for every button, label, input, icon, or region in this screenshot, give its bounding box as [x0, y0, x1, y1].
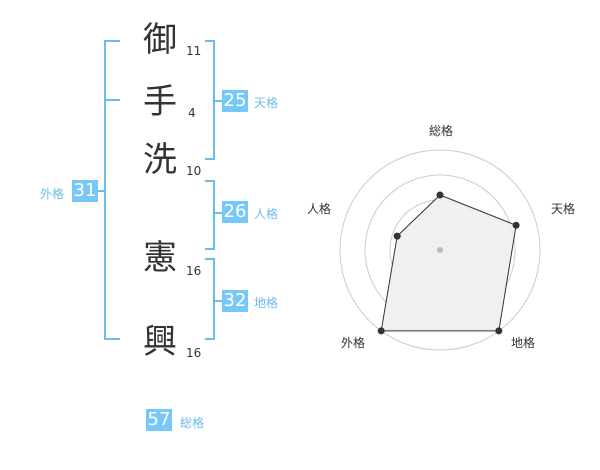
name-char-1: 御 — [143, 20, 177, 60]
radar-axis-label-soukaku: 総格 — [428, 124, 453, 138]
stroke-count-3: 10 — [186, 164, 202, 178]
gaikaku-bracket-vertical — [104, 40, 106, 340]
stroke-count-1: 11 — [186, 44, 202, 58]
chikaku-bracket-top — [205, 258, 215, 260]
jinkaku-badge: 26 — [222, 201, 248, 223]
tenkaku-bracket-vertical — [213, 40, 215, 160]
radar-point-3 — [377, 327, 385, 335]
gaikaku-label: 外格 — [40, 187, 65, 201]
tenkaku-bracket-top — [205, 40, 215, 42]
jinkaku-bracket-top — [205, 180, 215, 182]
radar-point-1 — [512, 221, 520, 229]
radar-axis-label-chikaku: 地格 — [510, 336, 535, 350]
radar-ring-4 — [339, 149, 541, 351]
tenkaku-connector — [215, 100, 223, 102]
gaikaku-connector — [96, 190, 104, 192]
stroke-count-4: 16 — [186, 264, 202, 278]
soukaku-badge: 57 — [146, 409, 172, 431]
radar-point-0 — [436, 191, 444, 199]
radar-axis-label-jinkaku: 人格 — [306, 202, 331, 216]
radar-points — [377, 191, 520, 335]
jinkaku-label: 人格 — [254, 207, 279, 221]
soukaku-label: 総格 — [180, 416, 205, 430]
radar-point-2 — [495, 327, 503, 335]
chikaku-badge: 32 — [222, 290, 248, 312]
jinkaku-connector — [215, 212, 223, 214]
tenkaku-label: 天格 — [254, 96, 279, 110]
name-char-5: 興 — [143, 322, 177, 362]
name-char-3: 洗 — [143, 140, 177, 180]
radar-point-4 — [393, 232, 401, 240]
radar-polygon — [380, 194, 517, 332]
chikaku-connector — [215, 300, 223, 302]
radar-axis-label-gaikaku: 外格 — [340, 336, 365, 350]
jinkaku-bracket-vertical — [213, 180, 215, 250]
stroke-count-5: 16 — [186, 346, 202, 360]
jinkaku-bracket-bottom — [205, 248, 215, 250]
gaikaku-badge: 31 — [72, 180, 98, 202]
radar-center-dot — [437, 247, 443, 253]
radar-axis-label-tenkaku: 天格 — [550, 202, 575, 216]
chikaku-bracket-bottom — [205, 338, 215, 340]
tenkaku-bracket-bottom — [205, 158, 215, 160]
chikaku-label: 地格 — [254, 296, 279, 310]
chikaku-bracket-vertical — [213, 258, 215, 340]
stroke-count-2: 4 — [188, 106, 196, 120]
gaikaku-bracket-top — [104, 40, 120, 42]
name-char-4: 憲 — [143, 238, 177, 278]
gaikaku-bracket-bottom — [104, 338, 120, 340]
name-char-2: 手 — [143, 82, 177, 122]
tenkaku-badge: 25 — [222, 90, 248, 112]
gaikaku-bracket-mid — [104, 99, 120, 101]
